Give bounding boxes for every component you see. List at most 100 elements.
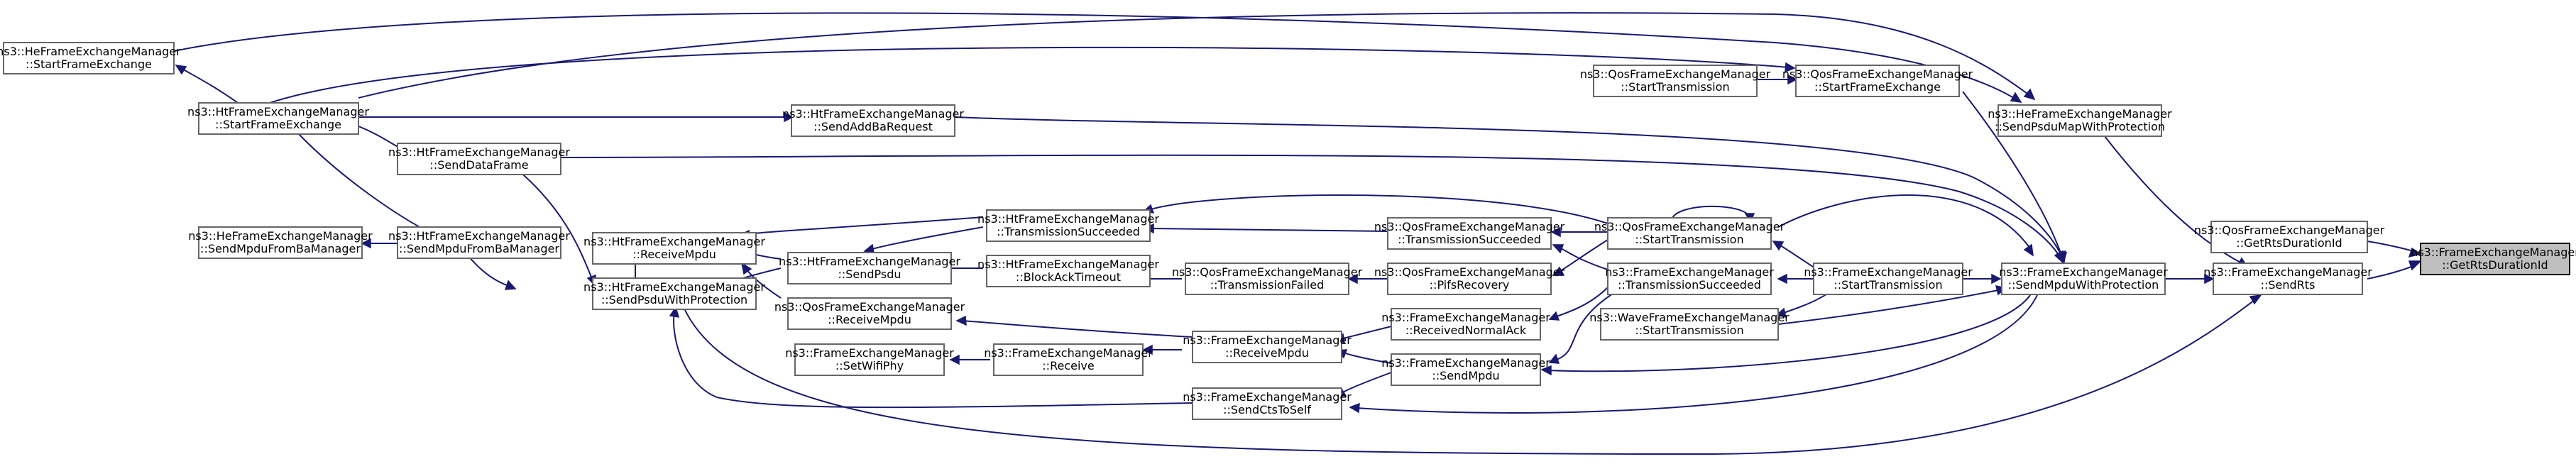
node-fem-sendmpdu[interactable]: ns3::FrameExchangeManager ::SendMpdu [1381,353,1550,386]
svg-text:::StartFrameExchange: ::StartFrameExchange [26,57,152,71]
node-fem-sendctstoself[interactable]: ns3::FrameExchangeManager ::SendCtsToSel… [1183,387,1352,420]
node-ht-blockacktimeout[interactable]: ns3::HtFrameExchangeManager ::BlockAckTi… [977,255,1159,287]
edge-qospifs-to-qostxfailed [1347,273,1388,285]
edge-qosstarttx-to-qosstartframe [1757,74,1798,85]
edge-htstartframe-to-hestartframe [175,65,239,104]
node-ht-receivempdu[interactable]: ns3::HtFrameExchangeManager ::ReceiveMpd… [583,232,765,265]
node-getrtsdurationid[interactable]: ns3::FrameExchangeManager ::GetRtsDurati… [2411,243,2576,275]
svg-text:ns3::HtFrameExchangeManager: ns3::HtFrameExchangeManager [977,258,1159,271]
svg-text:::TransmissionSucceeded: ::TransmissionSucceeded [1618,278,1761,292]
edge-femtxsucceeded-to-femreceivednormalack [1548,287,1608,321]
edge-sendmpduwithprot-to-femsendctstoself [1349,294,2038,414]
svg-text:ns3::FrameExchangeManager: ns3::FrameExchangeManager [1605,265,1774,279]
node-ht-sendaddbarequest[interactable]: ns3::HtFrameExchangeManager ::SendAddBaR… [782,104,964,137]
edge-qosstarttx2-to-qospifs [1552,239,1608,276]
edge-htsendmpdufromba-to-hesendmpdufromba [361,238,401,249]
svg-text:::TransmissionFailed: ::TransmissionFailed [1210,278,1325,292]
svg-text:ns3::HtFrameExchangeManager: ns3::HtFrameExchangeManager [583,280,765,294]
node-ht-sendpsdu[interactable]: ns3::HtFrameExchangeManager ::SendPsdu [779,252,960,285]
edge-femstarttx-to-femtxsucceeded [1777,273,1814,285]
node-fem-receive[interactable]: ns3::FrameExchangeManager ::Receive [984,343,1153,376]
node-qos-transmissionfailed[interactable]: ns3::QosFrameExchangeManager ::Transmiss… [1172,263,1363,295]
edge-qosstarttx2-to-qostxsucceeded [1550,226,1608,238]
svg-text:ns3::HtFrameExchangeManager: ns3::HtFrameExchangeManager [779,255,960,268]
node-qos-startframeexchange[interactable]: ns3::QosFrameExchangeManager ::StartFram… [1782,65,1973,97]
node-he-startframeexchange[interactable]: ns3::HeFrameExchangeManager ::StartFrame… [0,42,181,74]
svg-text:::SendMpduFromBaManager: ::SendMpduFromBaManager [200,242,361,255]
edge-htsendpsduwithprot-to-sendrts [683,294,2262,455]
svg-text:::StartTransmission: ::StartTransmission [1621,80,1729,94]
node-sendmpduwithprot[interactable]: ns3::FrameExchangeManager ::SendMpduWith… [1999,263,2168,295]
svg-text:ns3::QosFrameExchangeManager: ns3::QosFrameExchangeManager [1172,265,1363,279]
svg-text:::SetWifiPhy: ::SetWifiPhy [835,359,904,372]
svg-text:::StartFrameExchange: ::StartFrameExchange [215,118,341,131]
svg-text:ns3::HtFrameExchangeManager: ns3::HtFrameExchangeManager [388,145,570,159]
svg-text:::SendPsdu: ::SendPsdu [838,267,901,281]
svg-text:ns3::FrameExchangeManager: ns3::FrameExchangeManager [1804,265,1973,279]
svg-text:::SendCtsToSelf: ::SendCtsToSelf [1223,403,1311,416]
node-ht-transmissionsucceeded[interactable]: ns3::HtFrameExchangeManager ::Transmissi… [977,209,1159,242]
svg-text:ns3::FrameExchangeManager: ns3::FrameExchangeManager [1381,356,1550,370]
svg-text:::StartTransmission: ::StartTransmission [1635,233,1743,246]
svg-text:ns3::HtFrameExchangeManager: ns3::HtFrameExchangeManager [583,235,765,248]
svg-text:::SendRts: ::SendRts [2261,278,2315,292]
node-wave-starttransmission[interactable]: ns3::WaveFrameExchangeManager ::StartTra… [1589,308,1790,341]
svg-text:ns3::HtFrameExchangeManager: ns3::HtFrameExchangeManager [388,229,570,243]
node-sendrts[interactable]: ns3::FrameExchangeManager ::SendRts [2203,263,2372,295]
node-he-sendpsdumap[interactable]: ns3::HeFrameExchangeManager ::SendPsduMa… [1988,104,2172,137]
node-ht-sendmpdufromba[interactable]: ns3::HtFrameExchangeManager ::SendMpduFr… [388,226,570,259]
svg-text:ns3::HtFrameExchangeManager: ns3::HtFrameExchangeManager [977,212,1159,226]
node-ht-startframeexchange[interactable]: ns3::HtFrameExchangeManager ::StartFrame… [187,102,369,135]
node-ht-senddataframe[interactable]: ns3::HtFrameExchangeManager ::SendDataFr… [388,143,570,175]
node-fem-starttransmission[interactable]: ns3::FrameExchangeManager ::StartTransmi… [1804,263,1973,295]
edge-femreceive-to-femreceivempdu [1142,344,1182,355]
node-qos-pifsrecovery[interactable]: ns3::QosFrameExchangeManager ::PifsRecov… [1374,263,1565,295]
edge-femsetwifiphy-to-femreceive [949,354,990,365]
svg-text:ns3::QosFrameExchangeManager: ns3::QosFrameExchangeManager [1594,220,1785,233]
node-qos-receivempdu[interactable]: ns3::QosFrameExchangeManager ::ReceiveMp… [774,297,965,330]
edge-htsendmpdufromba-to-htsendpsduwithprot [468,255,517,290]
svg-text:ns3::WaveFrameExchangeManager: ns3::WaveFrameExchangeManager [1589,311,1790,324]
node-fem-setwifiphy[interactable]: ns3::FrameExchangeManager ::SetWifiPhy [785,343,954,376]
svg-text:ns3::HeFrameExchangeManager: ns3::HeFrameExchangeManager [188,229,373,243]
svg-text:ns3::FrameExchangeManager: ns3::FrameExchangeManager [984,346,1153,360]
edge-sendmpduwithprot-to-sendrts [2165,273,2215,285]
node-qos-getrtsdurationid[interactable]: ns3::QosFrameExchangeManager ::GetRtsDur… [2194,221,2385,253]
node-qos-starttransmission[interactable]: ns3::QosFrameExchangeManager ::StartTran… [1580,65,1771,97]
edge-femstarttx-to-qosstarttx2 [1772,241,1818,270]
svg-text:ns3::FrameExchangeManager: ns3::FrameExchangeManager [1381,311,1550,324]
svg-text:ns3::HeFrameExchangeManager: ns3::HeFrameExchangeManager [0,45,181,58]
node-fem-receivednormalack[interactable]: ns3::FrameExchangeManager ::ReceivedNorm… [1381,308,1550,341]
svg-text:::BlockAckTimeout: ::BlockAckTimeout [1016,270,1121,284]
svg-text:::SendPsduWithProtection: ::SendPsduWithProtection [601,293,747,306]
edge-sendrts-to-getrtsdurationid [2367,260,2422,280]
svg-text:::SendPsduMapWithProtection: ::SendPsduMapWithProtection [1995,120,2165,133]
svg-text:::ReceiveMpdu: ::ReceiveMpdu [828,313,911,326]
svg-text:::TransmissionSucceeded: ::TransmissionSucceeded [997,225,1140,238]
node-ht-sendpsduwithprot[interactable]: ns3::HtFrameExchangeManager ::SendPsduWi… [583,277,765,310]
svg-text:::SendMpduFromBaManager: ::SendMpduFromBaManager [399,242,559,255]
svg-text:ns3::HtFrameExchangeManager: ns3::HtFrameExchangeManager [782,107,964,121]
svg-text:::GetRtsDurationId: ::GetRtsDurationId [2236,236,2342,250]
node-he-sendmpdufromba[interactable]: ns3::HeFrameExchangeManager ::SendMpduFr… [188,226,373,259]
node-fem-transmissionsucceeded[interactable]: ns3::FrameExchangeManager ::Transmission… [1605,263,1774,295]
svg-text:::PifsRecovery: ::PifsRecovery [1430,278,1510,292]
svg-text:::SendMpduWithProtection: ::SendMpduWithProtection [2008,278,2159,292]
node-qos-transmissionsucceeded[interactable]: ns3::QosFrameExchangeManager ::Transmiss… [1374,217,1565,250]
edge-qosgetrts-to-getrtsdurationid [2367,241,2422,258]
edge-httxsucceeded-to-htreceivempdu [739,216,984,241]
edge-htstartframe-to-qosstartframe [269,46,1796,104]
node-fem-receivempdu[interactable]: ns3::FrameExchangeManager ::ReceiveMpdu [1183,331,1352,363]
edge-httxsucceeded-to-htsendpsdu [863,226,984,254]
svg-text:ns3::QosFrameExchangeManager: ns3::QosFrameExchangeManager [774,300,965,314]
svg-text:ns3::FrameExchangeManager: ns3::FrameExchangeManager [1183,333,1352,347]
svg-text:::ReceivedNormalAck: ::ReceivedNormalAck [1405,324,1527,337]
svg-text:::Receive: ::Receive [1042,359,1094,372]
edge-femtxsucceeded-to-qostxsucceeded [1552,244,1608,270]
svg-text:ns3::QosFrameExchangeManager: ns3::QosFrameExchangeManager [1782,67,1973,81]
svg-text:ns3::FrameExchangeManager: ns3::FrameExchangeManager [1999,265,2168,279]
svg-text:::ReceiveMpdu: ::ReceiveMpdu [1225,346,1309,360]
svg-text:::StartFrameExchange: ::StartFrameExchange [1814,80,1941,94]
edge-qostxsucceeded-to-httxsucceeded [1144,223,1388,234]
node-qos-starttransmission2[interactable]: ns3::QosFrameExchangeManager ::StartTran… [1594,217,1785,250]
